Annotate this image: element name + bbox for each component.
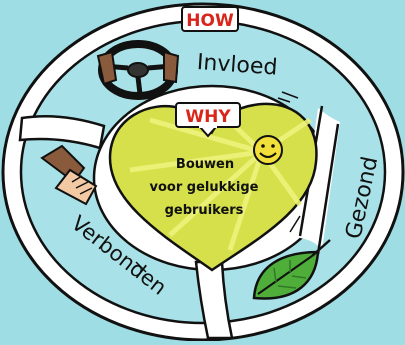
heart-line-1: Bouwen xyxy=(176,157,234,172)
steering-wheel-icon xyxy=(96,40,180,100)
smiley-icon xyxy=(253,135,283,165)
how-badge: HOW xyxy=(181,6,239,32)
label-invloed: Invloed xyxy=(196,50,278,81)
how-label: HOW xyxy=(186,11,234,31)
spoke-right-edge-b xyxy=(316,123,340,255)
leaf-icon xyxy=(252,239,331,300)
heart-line-2: voor gelukkige xyxy=(150,180,259,195)
why-badge: WHY xyxy=(175,102,241,138)
motion-lines xyxy=(135,91,301,273)
why-label: WHY xyxy=(185,107,231,127)
handshake-icon xyxy=(40,144,98,206)
spoke-left xyxy=(18,114,106,150)
spoke-bottom xyxy=(194,260,234,340)
spoke-right xyxy=(300,108,340,250)
heart-line-3: gebruikers xyxy=(165,203,244,218)
